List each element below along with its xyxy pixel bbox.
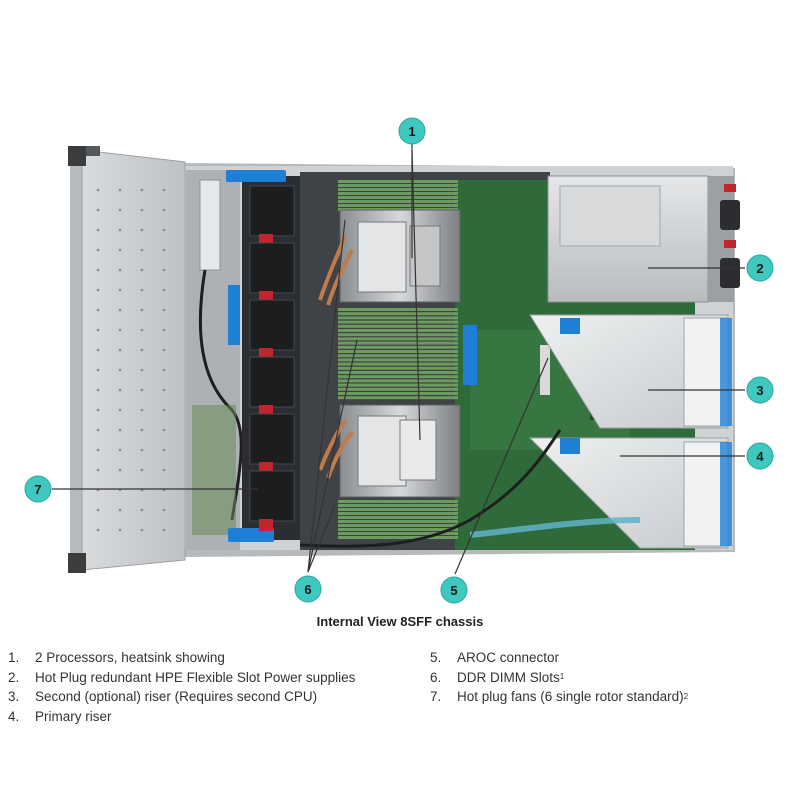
legend-text: Primary riser	[35, 708, 112, 724]
fan-unit	[249, 299, 295, 360]
dimm-module	[338, 337, 458, 341]
fan-latch-bottom[interactable]	[228, 528, 274, 542]
dimm-module	[338, 387, 458, 391]
dimm-module	[338, 200, 458, 203]
dimm-module	[338, 528, 458, 531]
second-riser	[529, 314, 732, 429]
dimm-module	[338, 508, 458, 511]
legend-text: AROC connector	[457, 650, 560, 666]
figure-caption: Internal View 8SFF chassis	[316, 614, 484, 629]
dimm-module	[338, 500, 458, 503]
processor-1	[339, 209, 461, 303]
dimm-module	[338, 354, 458, 358]
callout-1: 1	[398, 117, 426, 145]
dimm-module	[338, 358, 458, 362]
legend-item: 2. Hot Plug redundant HPE Flexible Slot …	[8, 668, 355, 688]
processor-2	[339, 404, 461, 498]
fan-unit	[249, 356, 295, 417]
callout-number: 5	[450, 583, 457, 598]
dimm-module	[338, 516, 458, 519]
fan-latch-top[interactable]	[226, 170, 286, 182]
callout-number: 6	[304, 582, 311, 597]
dimm-module	[338, 396, 458, 400]
legend-text: DDR DIMM Slots	[457, 669, 560, 685]
dimm-module	[338, 180, 458, 183]
leader-lines	[52, 142, 745, 575]
callout-4: 4	[746, 442, 774, 470]
dimm-module	[338, 520, 458, 523]
legend-number: 1.	[8, 650, 20, 666]
dimm-module	[338, 312, 458, 316]
internal-cables	[299, 429, 641, 548]
dimm-module	[338, 350, 458, 353]
dimm-module	[338, 504, 458, 507]
dimm-module	[338, 204, 458, 207]
dimm-module	[338, 316, 458, 320]
dimm-module	[338, 383, 458, 387]
fan-unit	[249, 470, 295, 531]
dimm-module	[338, 362, 458, 366]
fan-unit	[249, 413, 295, 474]
dimm-module	[338, 379, 458, 383]
legend-text: Hot plug fans (6 single rotor standard)	[457, 689, 684, 705]
legend-item: 3. Second (optional) riser (Requires sec…	[8, 687, 355, 707]
dimm-module	[338, 333, 458, 337]
legend-item: 4. Primary riser	[8, 707, 355, 727]
callout-3: 3	[746, 376, 774, 404]
power-supplies	[547, 175, 740, 303]
dimm-module	[338, 532, 458, 535]
cropped-text-remnant	[10, 726, 120, 732]
callout-7: 7	[24, 475, 52, 503]
callout-number: 1	[408, 124, 415, 139]
dimm-module	[338, 308, 458, 311]
legend-number: 5.	[430, 650, 442, 666]
callout-number: 2	[756, 261, 763, 276]
legend-text: Hot Plug redundant HPE Flexible Slot Pow…	[35, 669, 356, 685]
dimm-module	[338, 536, 458, 539]
primary-riser	[528, 437, 732, 549]
legend-number: 6.	[430, 669, 442, 685]
dimm-module	[338, 345, 458, 349]
dimm-module	[338, 341, 458, 345]
dimm-module	[338, 392, 458, 395]
dimm-module	[338, 184, 458, 187]
callout-2: 2	[746, 254, 774, 282]
dimm-module	[338, 512, 458, 515]
dimm-module	[338, 524, 458, 527]
legend-number: 4.	[8, 708, 20, 724]
front-drive-cage	[68, 146, 186, 573]
callout-number: 7	[34, 482, 41, 497]
legend-item: 5. AROC connector	[430, 648, 688, 668]
legend-number: 2.	[8, 669, 20, 685]
callout-5: 5	[440, 576, 468, 604]
dimm-module	[338, 192, 458, 195]
cable-tray	[186, 170, 243, 550]
dimm-module	[338, 196, 458, 199]
dimm-module	[338, 375, 458, 379]
dimm-module	[338, 366, 458, 370]
legend-number: 3.	[8, 689, 20, 705]
callout-number: 3	[756, 383, 763, 398]
hot-plug-fans	[249, 185, 295, 531]
dimm-module	[338, 188, 458, 191]
legend-text: 2 Processors, heatsink showing	[35, 650, 225, 666]
drive-cage-vent-dots	[96, 188, 166, 532]
dimm-module	[338, 329, 458, 332]
legend-item: 1. 2 Processors, heatsink showing	[8, 648, 355, 668]
legend-item: 7. Hot plug fans (6 single rotor standar…	[430, 689, 689, 705]
legend-number: 7.	[430, 689, 442, 705]
callout-6: 6	[294, 575, 322, 603]
callout-number: 4	[756, 449, 764, 464]
legend-text: Second (optional) riser (Requires second…	[35, 689, 318, 705]
dimm-module	[338, 320, 458, 324]
dimm-module	[338, 324, 458, 328]
dimm-module	[338, 371, 458, 374]
legend-left: 1. 2 Processors, heatsink showing 2. Hot…	[8, 648, 355, 726]
aroc-connector-part	[540, 345, 550, 395]
